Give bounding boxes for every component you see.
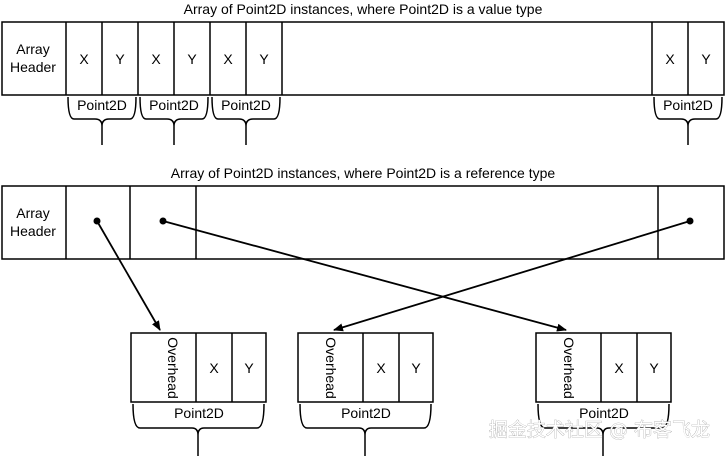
object-label: Point2D [174, 405, 224, 421]
overhead-label: Overhead [561, 337, 577, 398]
pointer-arrow [162, 220, 567, 332]
svg-text:Array: Array [16, 41, 49, 57]
value-type-title: Array of Point2D instances, where Point2… [184, 1, 543, 17]
heap-object: Overhead X Y Point2D [297, 332, 434, 456]
value-cell-x: X [151, 51, 161, 67]
object-y: Y [649, 360, 659, 376]
value-cell-y: Y [701, 51, 711, 67]
struct-label: Point2D [149, 97, 199, 113]
value-cell-x: X [79, 51, 89, 67]
svg-text:Array: Array [16, 205, 49, 221]
value-struct-cells [101, 22, 689, 95]
object-y: Y [244, 360, 254, 376]
pointer-arrow [333, 220, 691, 332]
overhead-label: Overhead [323, 337, 339, 398]
struct-label: Point2D [77, 97, 127, 113]
struct-label: Point2D [663, 97, 713, 113]
reference-type-section: Array of Point2D instances, where Point2… [1, 165, 725, 260]
struct-label: Point2D [221, 97, 271, 113]
object-x: X [209, 360, 219, 376]
object-x: X [376, 360, 386, 376]
value-struct-braces [67, 96, 723, 145]
pointer-arrows [96, 220, 691, 332]
overhead-label: Overhead [165, 337, 181, 398]
value-array-outline [1, 21, 725, 96]
heap-objects: Overhead X Y Point2D Overhead X Y Point2… [130, 332, 672, 456]
reference-array-outline [1, 185, 725, 260]
value-type-section: Array of Point2D instances, where Point2… [1, 1, 725, 145]
watermark: 掘金技术社区 @ 布客飞龙 [489, 419, 710, 441]
object-label: Point2D [341, 405, 391, 421]
object-x: X [614, 360, 624, 376]
object-y: Y [411, 360, 421, 376]
reference-slots [129, 186, 659, 259]
svg-text:Header: Header [10, 223, 56, 239]
reference-type-title: Array of Point2D instances, where Point2… [171, 165, 556, 181]
heap-object: Overhead X Y Point2D [535, 332, 672, 456]
heap-object: Overhead X Y Point2D [130, 332, 267, 456]
value-cell-y: Y [187, 51, 197, 67]
pointer-arrow [96, 220, 161, 331]
value-cell-x: X [223, 51, 233, 67]
svg-text:Header: Header [10, 59, 56, 75]
value-cell-x: X [665, 51, 675, 67]
value-cell-y: Y [259, 51, 269, 67]
value-cell-y: Y [115, 51, 125, 67]
object-label: Point2D [579, 405, 629, 421]
reference-array-header: Array Header [10, 186, 67, 259]
value-array-header: Array Header [10, 22, 67, 95]
